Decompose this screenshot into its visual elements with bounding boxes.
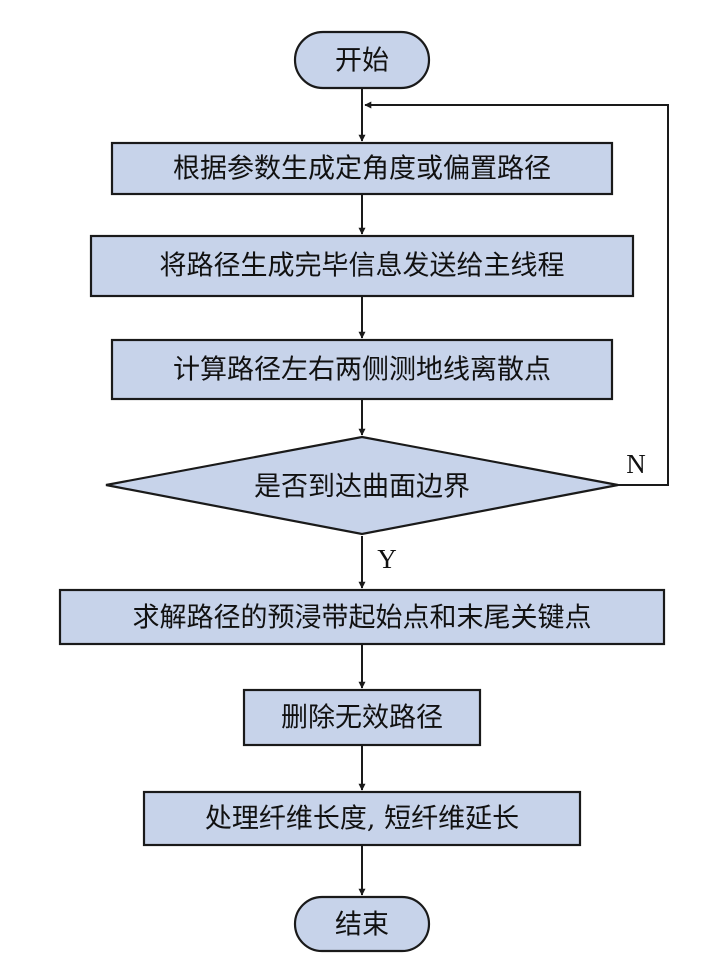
node-notify-main: 将路径生成完毕信息发送给主线程 — [89, 234, 635, 298]
node-generate-path-label: 根据参数生成定角度或偏置路径 — [173, 154, 551, 185]
node-start-label: 开始 — [335, 46, 389, 77]
node-fiber-length: 处理纤维长度, 短纤维延长 — [142, 790, 582, 847]
node-decision-boundary-label: 是否到达曲面边界 — [254, 472, 470, 503]
node-decision-boundary: 是否到达曲面边界 — [105, 435, 619, 536]
node-generate-path: 根据参数生成定角度或偏置路径 — [110, 141, 614, 196]
node-notify-main-label: 将路径生成完毕信息发送给主线程 — [160, 251, 565, 282]
node-delete-invalid-label: 删除无效路径 — [281, 703, 443, 734]
edge-label-yes: Y — [377, 544, 397, 574]
edge-decision-no-loop — [364, 101, 669, 486]
node-solve-keypoints: 求解路径的预浸带起始点和末尾关键点 — [58, 588, 666, 646]
node-start: 开始 — [293, 30, 431, 90]
node-delete-invalid: 删除无效路径 — [242, 688, 482, 747]
node-solve-keypoints-label: 求解路径的预浸带起始点和末尾关键点 — [133, 603, 592, 634]
node-compute-points-label: 计算路径左右两侧测地线离散点 — [173, 355, 551, 386]
edge-label-no: N — [626, 449, 646, 479]
node-compute-points: 计算路径左右两侧测地线离散点 — [110, 338, 614, 401]
node-end: 结束 — [293, 895, 431, 953]
node-end-label: 结束 — [335, 910, 389, 941]
node-fiber-length-label: 处理纤维长度, 短纤维延长 — [205, 804, 519, 835]
